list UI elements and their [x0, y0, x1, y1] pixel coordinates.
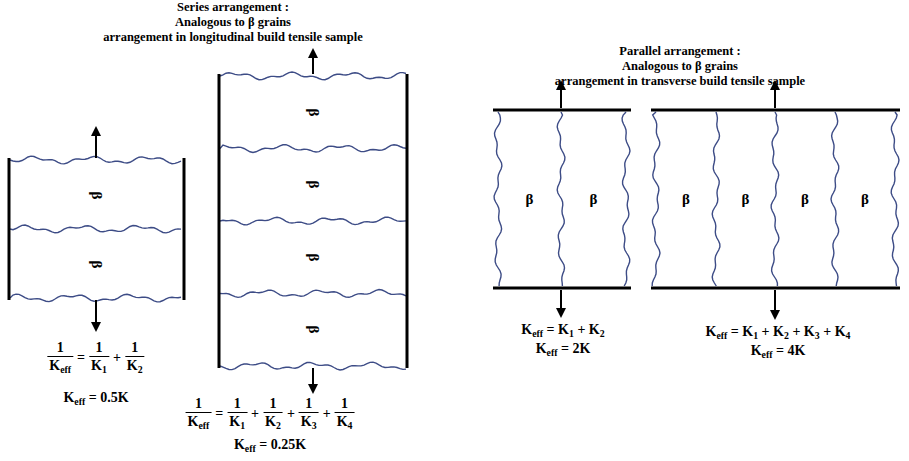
beta-grain: β [221, 151, 406, 218]
heading-line: arrangement in longitudinal build tensil… [103, 30, 362, 45]
heading-line: arrangement in transverse build tensile … [555, 74, 805, 89]
fraction: 1K2 [263, 396, 283, 431]
grain-boundary [831, 112, 839, 286]
numerator: 1 [193, 396, 204, 412]
denominator: K1 [227, 413, 247, 431]
grain-boundary [652, 112, 660, 286]
grain-label: β [861, 191, 869, 208]
fraction-bar [227, 412, 247, 413]
grain-label: β [742, 191, 750, 208]
beta-grain: β [221, 224, 406, 291]
fraction: 1Keff [47, 340, 73, 375]
operator: + [251, 406, 259, 422]
heading-line: Analogous to β grains [622, 59, 738, 74]
numerator: 1 [93, 340, 104, 356]
operator: = [215, 406, 223, 422]
fraction-bar [89, 356, 109, 357]
operator: + [287, 406, 295, 422]
grain-boundary [10, 225, 181, 233]
equation: Keff = 2K [536, 341, 591, 357]
heading-line: Parallel arrangement : [619, 44, 740, 59]
fraction-bar [186, 412, 212, 413]
fraction-bar [263, 412, 283, 413]
grain-label: β [305, 181, 322, 189]
equation: Keff = K1 + K2 [521, 322, 604, 338]
operator: + [323, 406, 331, 422]
equation: 1Keff=1K1+1K2 [47, 340, 144, 375]
beta-grain: β [719, 114, 772, 284]
grain-boundaries [10, 72, 899, 370]
denominator: K1 [89, 357, 109, 375]
beta-grain: β [564, 114, 623, 284]
denominator: Keff [186, 413, 212, 431]
fraction-bar [335, 412, 355, 413]
grain-label: β [682, 191, 690, 208]
grain-boundary [712, 112, 720, 286]
beta-grain: β [221, 296, 406, 363]
heading-line: Analogous to β grains [175, 15, 291, 30]
fraction: 1K1 [227, 396, 247, 431]
numerator: 1 [129, 340, 140, 356]
numerator: 1 [267, 396, 278, 412]
fraction-bar [299, 412, 319, 413]
denominator: K4 [335, 413, 355, 431]
beta-grain: β [11, 232, 183, 296]
equation: Keff = K1 + K2 + K3 + K4 [706, 324, 851, 340]
numerator: 1 [55, 340, 66, 356]
equation: 1Keff=1K1+1K2+1K3+1K4 [186, 396, 355, 431]
grain-label: β [526, 191, 534, 208]
grain-label: β [305, 254, 322, 262]
grain-boundary [220, 217, 406, 225]
grip-bars [9, 74, 900, 368]
numerator: 1 [303, 396, 314, 412]
grain-label: β [305, 326, 322, 334]
fraction: 1K1 [89, 340, 109, 375]
grain-boundary [494, 112, 502, 286]
numerator: 1 [232, 396, 243, 412]
grain-boundary [557, 112, 565, 286]
operator: + [113, 350, 121, 366]
operator: = [77, 350, 85, 366]
beta-grain: β [778, 114, 832, 284]
grain-boundary [220, 145, 406, 153]
equation: Keff = 4K [751, 343, 806, 359]
beta-grain: β [11, 163, 183, 227]
equation: Keff = 0.25K [234, 437, 306, 453]
denominator: Keff [47, 357, 73, 375]
grain-label: β [89, 260, 106, 268]
grain-boundary [622, 112, 630, 286]
grain-label: β [590, 191, 598, 208]
beta-grain: β [659, 114, 713, 284]
grain-boundary [771, 112, 779, 286]
grain-boundary [891, 112, 899, 286]
load-arrows [96, 50, 775, 392]
fraction: 1K2 [125, 340, 145, 375]
fraction-bar [125, 356, 145, 357]
beta-grain: β [501, 114, 558, 284]
denominator: K3 [299, 413, 319, 431]
grain-label: β [305, 109, 322, 117]
grain-label: β [801, 191, 809, 208]
equation: Keff = 0.5K [63, 390, 128, 406]
beta-grain: β [221, 79, 406, 146]
beta-grain: β [838, 114, 892, 284]
denominator: K2 [125, 357, 145, 375]
grain-boundary [220, 290, 406, 298]
fraction: 1K3 [299, 396, 319, 431]
fraction-bar [47, 356, 73, 357]
heading-line: Series arrangement : [177, 0, 289, 15]
numerator: 1 [339, 396, 350, 412]
grain-label: β [89, 191, 106, 199]
fraction: 1Keff [186, 396, 212, 431]
denominator: K2 [263, 413, 283, 431]
fraction: 1K4 [335, 396, 355, 431]
